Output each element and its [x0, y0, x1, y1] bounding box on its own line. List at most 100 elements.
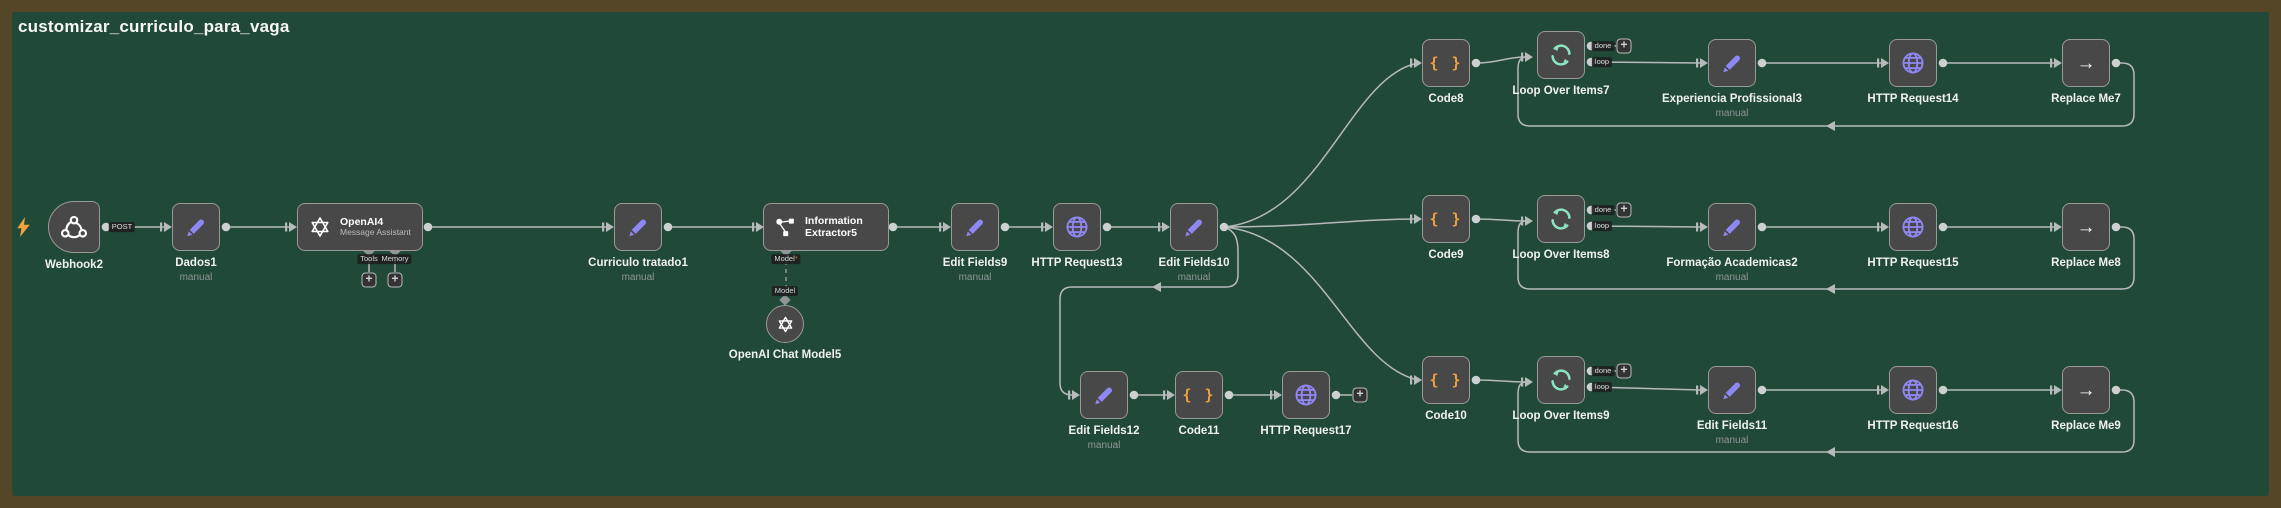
node-edit-fields12[interactable]	[1080, 371, 1128, 419]
connection-line	[1223, 63, 1415, 228]
trigger-lightning-icon	[16, 217, 31, 242]
connection-line	[1475, 56, 1526, 64]
add-node-button[interactable]: +	[361, 272, 377, 288]
node-sublabel: manual	[1715, 435, 1749, 446]
node-label: Code11	[1178, 425, 1220, 437]
node-label: Replace Me7	[2051, 93, 2121, 105]
connection-line	[1517, 220, 2135, 290]
input-connector-bar	[2050, 58, 2053, 68]
output-connector-dot[interactable]	[1757, 58, 1767, 68]
node-edit-fields10[interactable]	[1170, 203, 1218, 251]
node-formacao-academicas2[interactable]	[1708, 203, 1756, 251]
node-sublabel: manual	[621, 272, 655, 283]
node-code10[interactable]: { }	[1422, 356, 1470, 404]
node-sublabel: manual	[958, 272, 992, 283]
node-label: HTTP Request13	[1031, 257, 1123, 269]
output-connector-dot[interactable]	[1938, 385, 1948, 395]
add-node-button[interactable]: +	[387, 272, 403, 288]
node-label: Edit Fields9	[942, 257, 1008, 269]
code-icon: { }	[1429, 54, 1463, 72]
node-label: Loop Over Items8	[1512, 249, 1610, 261]
input-connector-arrow	[1162, 222, 1170, 232]
arrow-icon: →	[2076, 52, 2096, 74]
output-connector-dot[interactable]	[888, 222, 898, 232]
add-node-button[interactable]: +	[1352, 387, 1368, 403]
node-label: OpenAI Chat Model5	[728, 349, 842, 361]
node-label: Curriculo tratado1	[588, 257, 688, 269]
output-connector-dot[interactable]	[101, 222, 111, 232]
output-connector-dot[interactable]	[2111, 385, 2121, 395]
node-code8[interactable]: { }	[1422, 39, 1470, 87]
input-connector-bar	[752, 222, 755, 232]
output-connector-dot[interactable]	[1471, 214, 1481, 224]
sub-connector-diamond[interactable]	[779, 294, 791, 306]
node-edit-fields11[interactable]	[1708, 366, 1756, 414]
output-connector-dot[interactable]	[1757, 385, 1767, 395]
node-label: Edit Fields11	[1696, 420, 1768, 432]
output-connector-dot[interactable]	[1129, 390, 1139, 400]
output-connector-dot[interactable]	[1471, 375, 1481, 385]
output-connector-dot[interactable]	[221, 222, 231, 232]
code-icon: { }	[1429, 210, 1463, 228]
node-webhook2[interactable]	[48, 201, 100, 253]
node-dados1[interactable]	[172, 203, 220, 251]
node-edit-fields9[interactable]	[951, 203, 999, 251]
output-connector-dot[interactable]	[423, 222, 433, 232]
connector-badge: POST	[108, 222, 136, 232]
node-openai-chat-model5[interactable]	[766, 305, 804, 343]
arrow-icon: →	[2076, 216, 2096, 238]
output-connector-dot[interactable]	[1224, 390, 1234, 400]
node-loop-over-items8[interactable]	[1537, 195, 1585, 243]
node-http-request14[interactable]	[1889, 39, 1937, 87]
add-node-button[interactable]: +	[1616, 38, 1632, 54]
node-http-request17[interactable]	[1282, 371, 1330, 419]
node-http-request16[interactable]	[1889, 366, 1937, 414]
output-connector-dot[interactable]	[2111, 58, 2121, 68]
node-http-request13[interactable]	[1053, 203, 1101, 251]
openai-icon	[308, 215, 332, 239]
node-curriculo-tratado1[interactable]	[614, 203, 662, 251]
pencil-icon	[1091, 382, 1117, 408]
node-code9[interactable]: { }	[1422, 195, 1470, 243]
node-http-request15[interactable]	[1889, 203, 1937, 251]
node-label: Webhook2	[45, 259, 103, 271]
node-loop-over-items7[interactable]	[1537, 31, 1585, 79]
node-label: Code10	[1425, 410, 1467, 422]
output-connector-dot[interactable]	[1331, 390, 1341, 400]
code-icon: { }	[1429, 371, 1463, 389]
output-connector-dot[interactable]	[1102, 222, 1112, 232]
input-connector-arrow	[2054, 385, 2062, 395]
output-connector-dot[interactable]	[1938, 222, 1948, 232]
node-replace-me9[interactable]: →	[2062, 366, 2110, 414]
webhook-icon	[59, 212, 89, 242]
node-experiencia-profissional3[interactable]	[1708, 39, 1756, 87]
add-node-button[interactable]: +	[1616, 363, 1632, 379]
input-connector-bar	[160, 222, 163, 232]
input-connector-arrow	[1274, 390, 1282, 400]
output-connector-dot[interactable]	[1757, 222, 1767, 232]
node-label: HTTP Request17	[1260, 425, 1352, 437]
node-replace-me7[interactable]: →	[2062, 39, 2110, 87]
output-connector-dot[interactable]	[663, 222, 673, 232]
output-connector-dot[interactable]	[1938, 58, 1948, 68]
loop-icon	[1547, 366, 1575, 394]
output-connector-dot[interactable]	[1219, 222, 1229, 232]
loop-icon	[1547, 41, 1575, 69]
connection-direction-arrow	[1826, 121, 1835, 131]
node-replace-me8[interactable]: →	[2062, 203, 2110, 251]
add-node-button[interactable]: +	[1616, 202, 1632, 218]
globe-icon	[1899, 376, 1927, 404]
output-connector-dot[interactable]	[1471, 58, 1481, 68]
output-connector-dot[interactable]	[1000, 222, 1010, 232]
output-connector-dot[interactable]	[2111, 222, 2121, 232]
node-code11[interactable]: { }	[1175, 371, 1223, 419]
workflow-canvas[interactable]	[12, 12, 2269, 496]
input-connector-bar	[1163, 390, 1166, 400]
node-loop-over-items9[interactable]	[1537, 356, 1585, 404]
input-connector-arrow	[943, 222, 951, 232]
globe-icon	[1063, 213, 1091, 241]
pencil-icon	[1719, 214, 1745, 240]
connector-badge: Tools	[357, 254, 381, 264]
